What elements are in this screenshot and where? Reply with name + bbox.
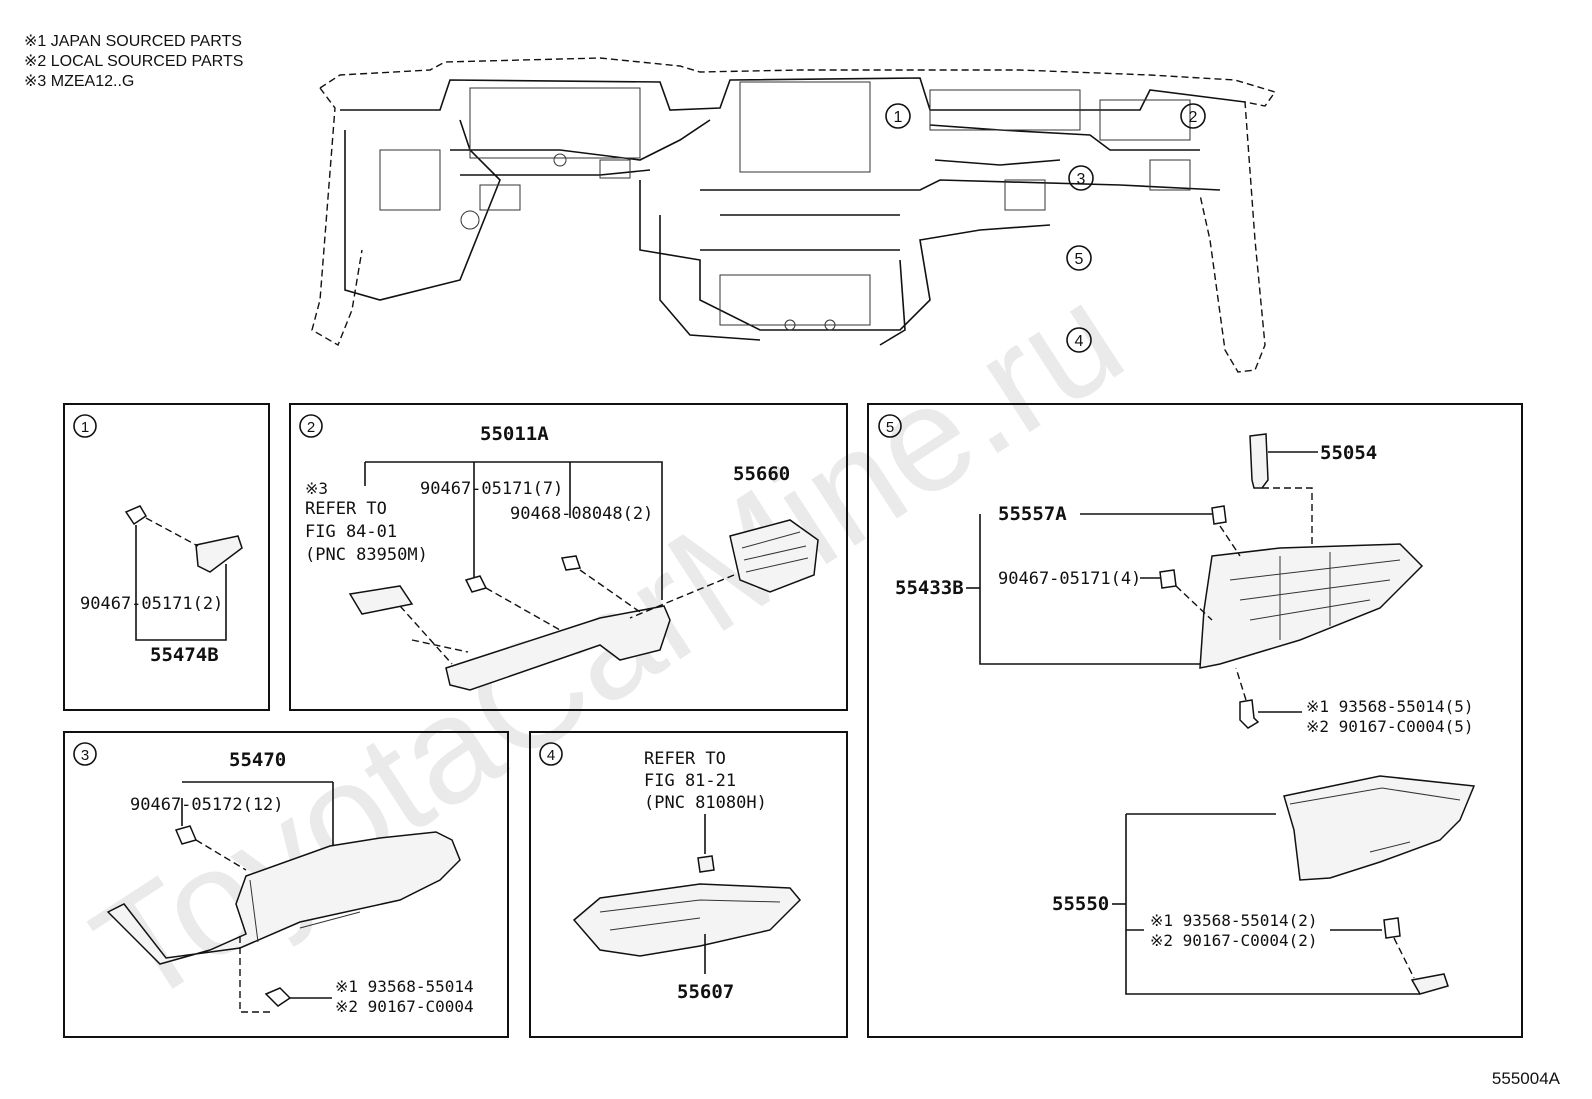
clip-b-label: 90468-08048(2) [510,504,653,524]
clip-label: 90467-05171(4) [998,569,1141,589]
clip-a-label: 90467-05171(7) [420,479,563,499]
part-number-label: 55011A [480,423,549,445]
screw-a-local-label: ※2 90167-C0004(5) [1306,717,1474,736]
panel-2: 2 55011A 90467-05171(7) 90468-08048(2) ※… [289,403,848,711]
bezel-55011a-shape [445,605,671,691]
panel-number: 1 [81,419,89,436]
marker-label: 5 [1075,251,1084,268]
door-label: 55433B [895,577,964,599]
screw-c-local-label: ※2 90167-C0004(2) [1150,931,1318,950]
vent-55660-shape [729,519,819,593]
figure-id: 555004A [1492,1069,1561,1088]
panel-number: 3 [81,747,89,764]
screw-japan-label: ※1 93568-55014 [335,977,474,996]
ref-line: REFER TO [644,749,726,769]
panel-1: 1 90467-05171(2) 55474B [63,403,270,711]
ref-note: ※3 [305,479,328,498]
marker-label: 4 [1075,333,1084,350]
connector-shape [697,855,715,873]
marker-label: 3 [1077,171,1086,188]
ref-pnc: (PNC 81080H) [644,793,767,813]
clip-part [124,505,148,526]
overview-marker-2[interactable]: 2 [1180,103,1206,129]
panel-3: 3 55470 90467-05172(12) ※1 93568-55014 ※… [63,731,509,1038]
clip-label: 90467-05171(2) [80,594,223,614]
panel-number: 4 [547,747,555,764]
part-55474b-shape [195,535,243,573]
screw-local-label: ※2 90167-C0004 [335,997,474,1016]
part-b-label: 55660 [733,463,790,485]
damper-55054-shape [1249,433,1269,489]
clip-label: 90467-05172(12) [130,795,284,815]
panel-4: 4 REFER TO FIG 81-21 (PNC 81080H) 55607 [529,731,848,1038]
clip-b-shape [561,555,581,571]
note-japan-sourced: ※1 JAPAN SOURCED PARTS [24,33,242,50]
glovebox-label: 55550 [1052,893,1109,915]
overview-marker-5[interactable]: 5 [1066,245,1092,271]
screw-shape [264,987,292,1007]
screw-a-japan-label: ※1 93568-55014(5) [1306,697,1474,716]
dashboard-overview [311,57,1277,373]
clip-c-shape [1410,973,1449,995]
ref-pnc: (PNC 83950M) [305,545,428,565]
clip-shape [1159,569,1177,589]
marker-label: 2 [1189,109,1198,126]
overview-marker-4[interactable]: 4 [1066,327,1092,353]
overview-marker-1[interactable]: 1 [885,103,911,129]
module-83950m-shape [348,585,414,615]
screw-c-shape [1383,917,1401,939]
glovebox-55550-shape [1283,775,1476,881]
screw-c-japan-label: ※1 93568-55014(2) [1150,911,1318,930]
stopper-shape [1211,505,1227,525]
ref-line: REFER TO [305,499,387,519]
clip-a-shape [464,575,488,593]
part-number-label: 55474B [150,644,219,666]
part-number-label: 55607 [677,981,734,1003]
damper-label: 55054 [1320,442,1377,464]
screw-a-shape [1239,699,1260,729]
panel-number: 5 [886,419,894,436]
marker-label: 1 [894,109,903,126]
panel-number: 2 [307,419,315,436]
part-number-label: 55470 [229,749,286,771]
note-model-code: ※3 MZEA12..G [24,73,134,90]
glovebox-door-55433b-shape [1199,543,1424,669]
overview-marker-3[interactable]: 3 [1068,165,1094,191]
ref-fig: FIG 81-21 [644,771,736,791]
ref-fig: FIG 84-01 [305,522,397,542]
stopper-label: 55557A [998,503,1067,525]
panel-5: 5 55054 55557A 55433B 90467-05171(4) ※1 … [867,403,1523,1038]
note-local-sourced: ※2 LOCAL SOURCED PARTS [24,53,243,70]
